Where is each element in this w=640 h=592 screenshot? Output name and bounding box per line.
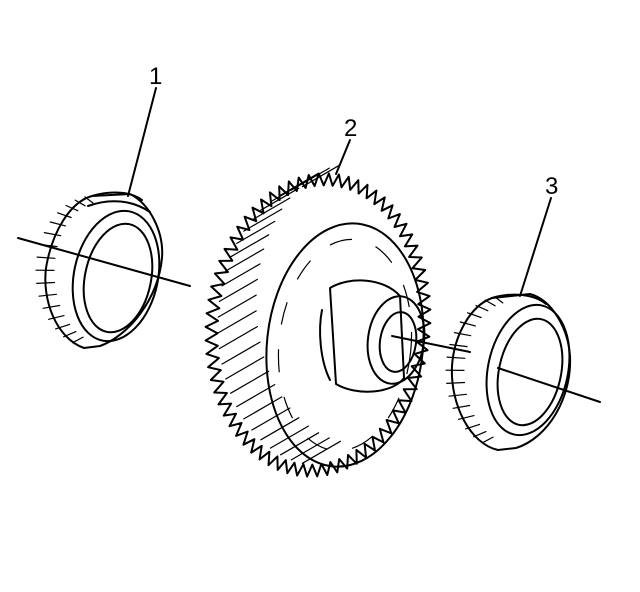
leader-line-2 [335,139,351,175]
bearing-right [445,293,572,451]
callout-2: 2 [344,115,357,142]
shaft-axis-right [497,367,601,403]
leader-line-3 [519,197,552,297]
shaft-axis-left [17,237,191,287]
helical-gear [204,164,432,478]
bearing-left [35,191,164,349]
leader-line-1 [127,87,157,197]
callout-3: 3 [545,173,558,200]
callout-1: 1 [149,63,162,90]
shaft-axis-center [391,335,471,353]
